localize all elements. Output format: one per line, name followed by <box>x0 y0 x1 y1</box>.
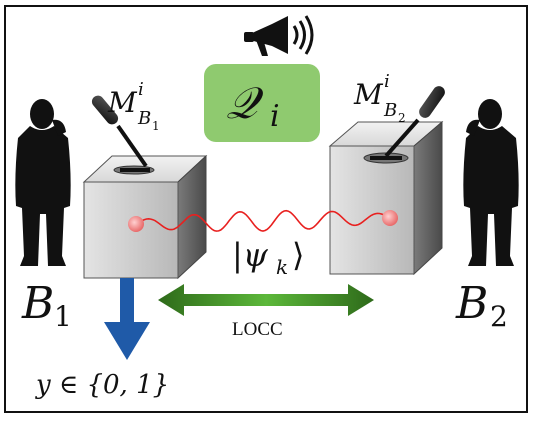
left-measurement-label: M i B 1 <box>107 79 160 133</box>
locc-label: LOCC <box>232 319 283 340</box>
party-label-left: B 1 <box>21 278 72 333</box>
locc-arrow <box>158 284 374 316</box>
svg-text:2: 2 <box>398 111 406 125</box>
svg-text:M: M <box>353 78 384 111</box>
entanglement-wave <box>135 209 391 232</box>
svg-text:1: 1 <box>152 119 160 133</box>
svg-text:B: B <box>383 100 397 121</box>
party-label-right: B 2 <box>455 278 508 333</box>
svg-text:M: M <box>107 86 138 119</box>
svg-text:i: i <box>138 79 144 100</box>
microphone-icon <box>370 86 445 160</box>
svg-text:B: B <box>455 278 488 329</box>
svg-text:B: B <box>137 108 151 129</box>
person-silhouette-icon <box>15 99 71 266</box>
left-particle <box>128 216 144 232</box>
svg-text:⟩: ⟩ <box>292 236 304 274</box>
megaphone-icon <box>244 15 314 56</box>
right-particle <box>382 210 398 226</box>
right-measurement-label: M i B 2 <box>353 71 406 125</box>
quantum-operation-index: i <box>270 99 280 134</box>
output-label: y ∈ {0, 1} <box>35 370 169 400</box>
right-measurement-box <box>328 120 444 276</box>
svg-text:k: k <box>276 255 288 279</box>
svg-text:1: 1 <box>54 300 72 333</box>
svg-text:i: i <box>384 71 390 92</box>
output-arrow <box>104 278 150 360</box>
svg-text:2: 2 <box>490 300 508 333</box>
person-silhouette-icon <box>463 99 519 266</box>
svg-text:|ψ: |ψ <box>232 236 269 274</box>
quantum-operation-box <box>204 64 320 142</box>
microphone-icon <box>91 95 150 172</box>
svg-text:B: B <box>21 278 54 329</box>
state-label: |ψ k ⟩ <box>232 236 304 279</box>
